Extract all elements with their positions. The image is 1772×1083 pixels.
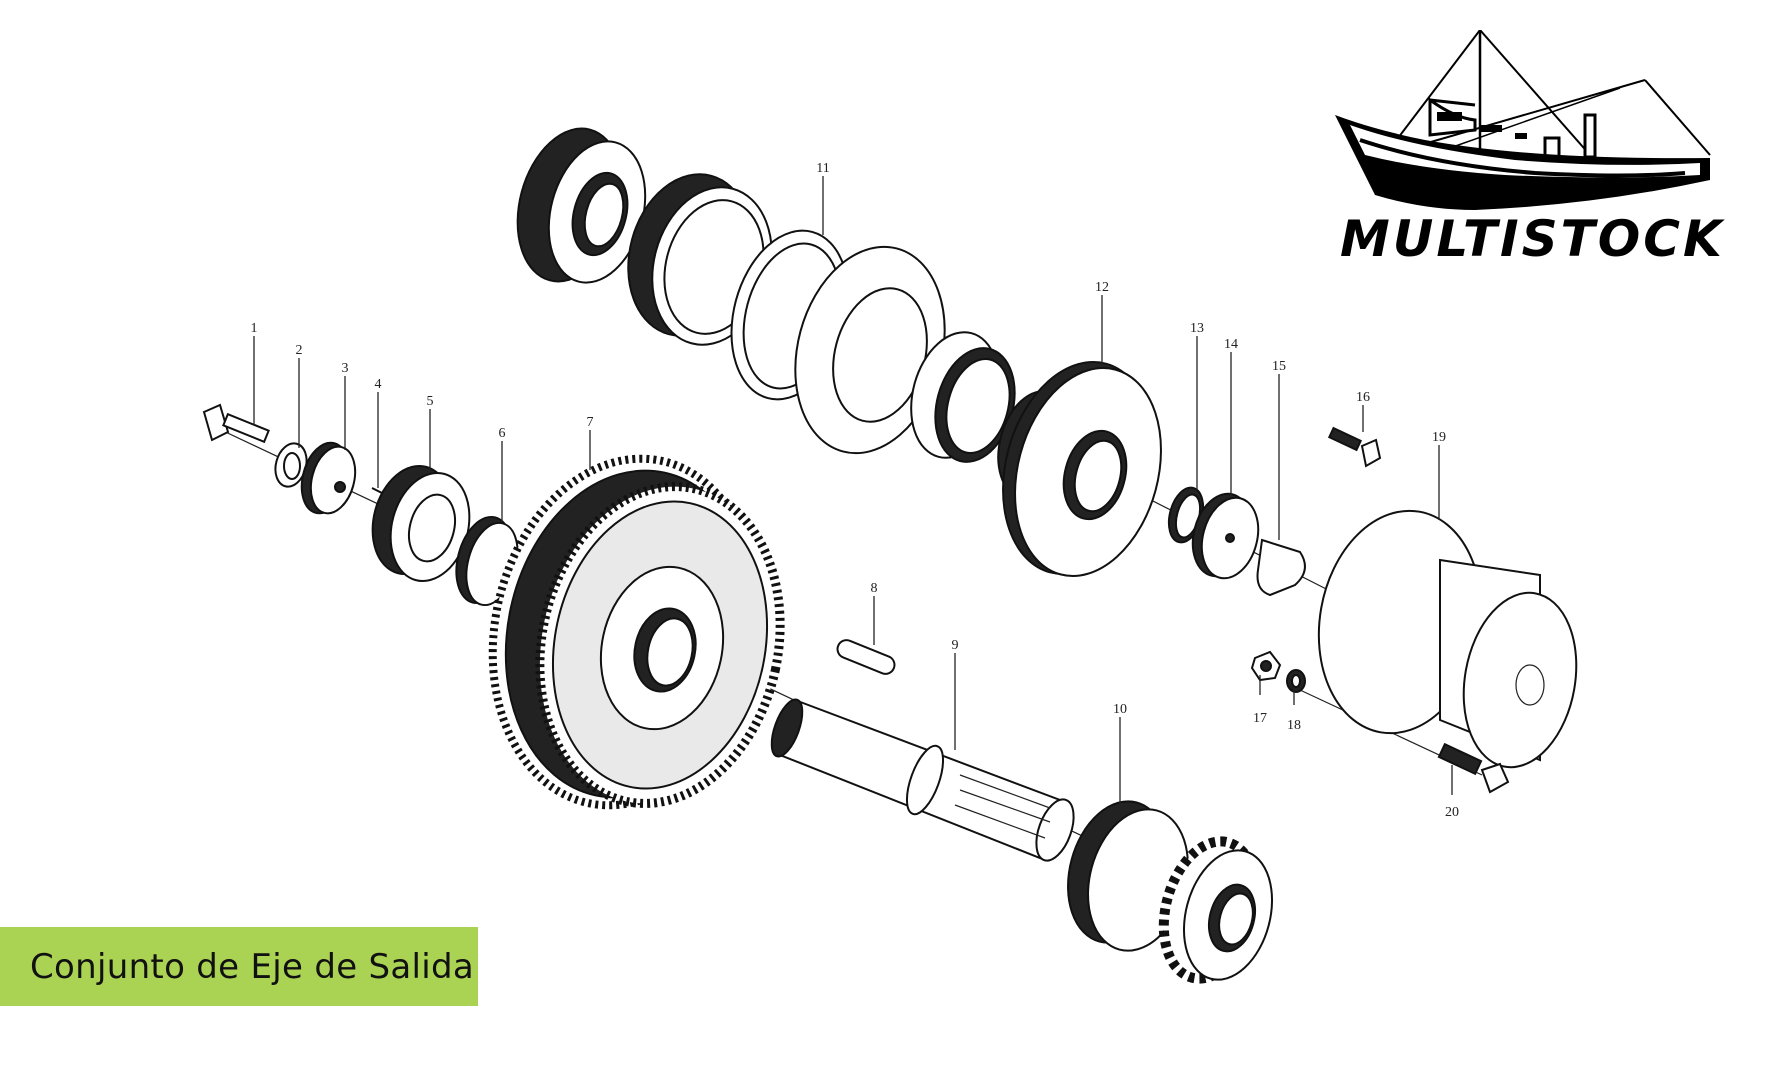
washer-2 [274, 442, 308, 488]
output-shaft-9 [770, 698, 1075, 862]
housing-19 [1317, 509, 1578, 769]
bolt-20 [1437, 742, 1510, 794]
bearing-housing-flange [794, 245, 946, 455]
washer-18 [1286, 669, 1306, 693]
fishing-boat-icon [1335, 30, 1711, 210]
part-label-17: 17 [1253, 711, 1267, 726]
part-label-13: 13 [1190, 321, 1204, 336]
part-label-6: 6 [499, 426, 506, 441]
bolt-1 [202, 403, 270, 444]
title-banner: Conjunto de Eje de Salida [0, 927, 478, 1006]
part-label-15: 15 [1272, 359, 1286, 374]
part-label-12: 12 [1095, 280, 1109, 295]
part-label-11: 11 [816, 161, 829, 176]
part-label-2: 2 [296, 343, 303, 358]
part-label-9: 9 [952, 638, 959, 653]
bearing-cup-10 [1067, 800, 1189, 952]
ball-bearing-5 [371, 464, 471, 583]
bolt-16 [1327, 426, 1382, 468]
part-label-16: 16 [1356, 390, 1370, 405]
output-flange-12 [997, 361, 1162, 577]
part-label-19: 19 [1432, 430, 1446, 445]
part-label-20: 20 [1445, 805, 1459, 820]
part-label-18: 18 [1287, 718, 1301, 733]
taper-bearing-top [516, 127, 647, 284]
gear-7 [488, 454, 785, 810]
part-label-10: 10 [1113, 702, 1127, 717]
part-label-8: 8 [871, 581, 878, 596]
nut-17 [1250, 650, 1282, 682]
washer-3 [300, 441, 357, 515]
brand-name: MULTISTOCK [1340, 210, 1725, 268]
bearing-cup-top [627, 173, 773, 346]
part-label-1: 1 [251, 321, 258, 336]
washer-14 [1191, 492, 1260, 580]
taper-bearing-bottom [1158, 836, 1274, 984]
part-label-5: 5 [427, 394, 434, 409]
lock-plate-15 [1256, 538, 1306, 597]
key-8 [836, 639, 896, 675]
part-label-7: 7 [587, 415, 594, 430]
seal-rings [910, 331, 1016, 463]
part-label-4: 4 [375, 377, 382, 392]
part-label-14: 14 [1224, 337, 1238, 352]
part-labels: 1 2 3 4 5 6 7 8 9 10 11 12 13 14 15 16 1… [251, 161, 1460, 820]
part-label-3: 3 [342, 361, 349, 376]
page-title: Conjunto de Eje de Salida [30, 946, 475, 987]
